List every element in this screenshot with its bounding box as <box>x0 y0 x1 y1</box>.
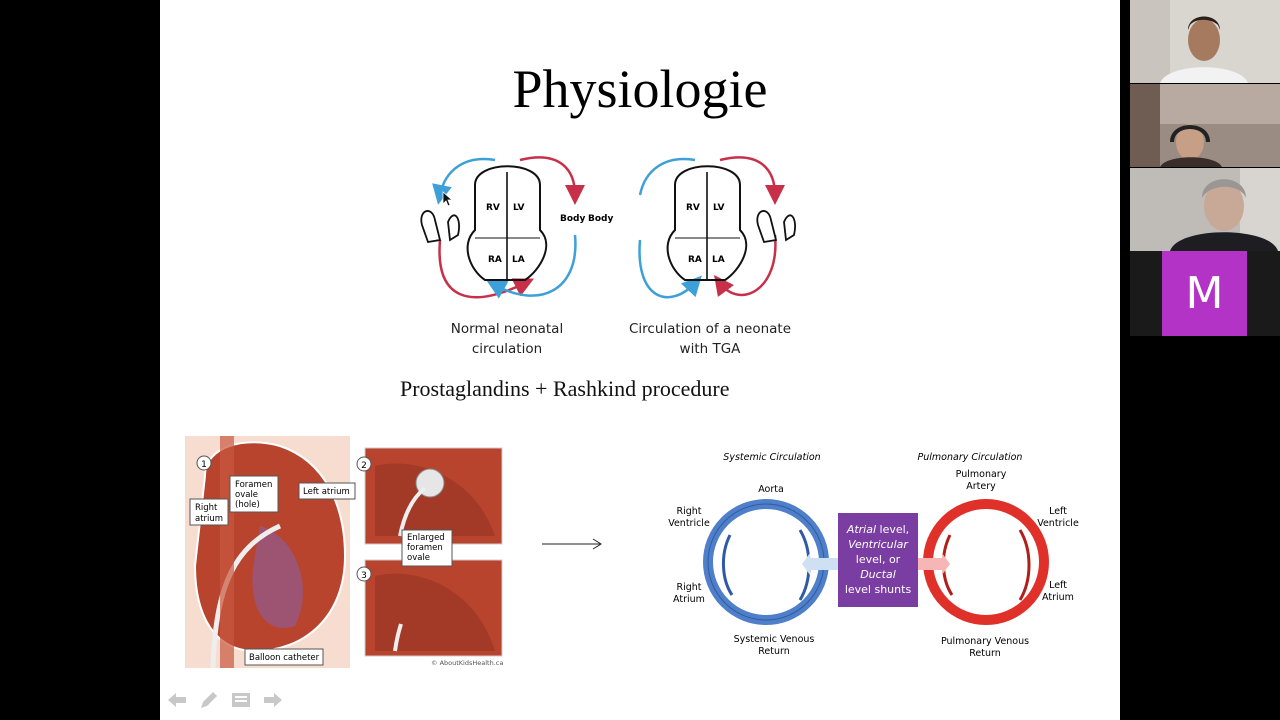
label-la-2: Atrium <box>1042 592 1074 603</box>
label-foramen-1: Foramen <box>235 480 272 490</box>
label-rv-tga: RV <box>686 203 700 213</box>
rashkind-illustration: 1 Right atrium Foramen ovale (hole) Left… <box>185 436 503 669</box>
label-right-atrium-2: atrium <box>195 514 223 524</box>
shunt-text-2: Ventricular <box>848 538 909 551</box>
normal-circulation: RV LV RA LA Body Normal neonatal circula… <box>420 156 585 357</box>
participant-video-3[interactable] <box>1130 168 1280 251</box>
slide-menu-button[interactable] <box>230 689 252 711</box>
label-sys-venous-2: Return <box>758 646 790 657</box>
label-pulm-artery-1: Pulmonary <box>956 469 1007 480</box>
label-rv: RV <box>486 203 500 213</box>
pulmonary-title: Pulmonary Circulation <box>918 452 1023 463</box>
systemic-title: Systemic Circulation <box>723 452 820 463</box>
slide-subtitle: Prostaglandins + Rashkind procedure <box>400 376 730 401</box>
caption-tga-line2: with TGA <box>680 341 742 357</box>
label-lv-1: Left <box>1049 506 1067 517</box>
shunt-text-4: Ductal <box>860 568 896 581</box>
participant-1-frame <box>1130 0 1280 83</box>
label-ra-2: Atrium <box>673 594 705 605</box>
label-body: Body <box>560 214 585 224</box>
label-ra: RA <box>488 255 502 265</box>
slideshow-controls <box>160 680 284 720</box>
participant-3-frame <box>1130 168 1280 251</box>
label-ra-1: Right <box>676 582 701 593</box>
participant-video-2[interactable] <box>1130 84 1280 167</box>
participant-avatar-tile[interactable]: M <box>1130 251 1280 336</box>
label-aorta: Aorta <box>758 484 784 495</box>
step-3: 3 <box>361 571 367 581</box>
participant-video-1[interactable] <box>1130 0 1280 83</box>
arrow-right <box>542 538 602 550</box>
step-2: 2 <box>361 461 367 471</box>
label-la-tga: LA <box>712 255 725 265</box>
label-right-atrium-1: Right <box>195 503 218 513</box>
shunt-text-3: level, or <box>856 553 901 566</box>
label-sys-venous-1: Systemic Venous <box>734 634 815 645</box>
presentation-slide: Physiologie RV LV RA LA Body Normal <box>160 0 1120 720</box>
avatar: M <box>1162 251 1247 336</box>
pencil-icon <box>201 692 217 708</box>
label-pulm-venous-1: Pulmonary Venous <box>941 636 1029 647</box>
arrow-left-icon <box>168 693 186 707</box>
caption-normal-line1: Normal neonatal <box>451 321 563 337</box>
label-ra-tga: RA <box>688 255 702 265</box>
copyright: © AboutKidsHealth.ca <box>431 659 503 667</box>
participant-2-frame <box>1130 84 1280 167</box>
mouse-cursor-icon <box>442 191 452 207</box>
arrow-right-icon <box>264 693 282 707</box>
label-enlarged-1: Enlarged <box>407 533 445 543</box>
systemic-pulmonary-diagram: Systemic Circulation Pulmonary Circulati… <box>668 452 1079 659</box>
neonatal-circulation-diagram: RV LV RA LA Body Normal neonatal circula… <box>420 156 796 357</box>
label-enlarged-2: foramen <box>407 543 443 553</box>
slide-title: Physiologie <box>512 59 768 119</box>
label-lv: LV <box>513 203 524 213</box>
label-foramen-2: ovale <box>235 490 258 500</box>
previous-slide-button[interactable] <box>166 689 188 711</box>
caption-normal-line2: circulation <box>472 341 542 357</box>
shunt-text-1: Atrial level, <box>846 523 909 536</box>
label-la-1: Left <box>1049 580 1067 591</box>
caption-tga-line1: Circulation of a neonate <box>629 321 791 337</box>
next-slide-button[interactable] <box>262 689 284 711</box>
label-lv-2: Ventricle <box>1037 518 1079 529</box>
shunt-text-5: level shunts <box>845 583 912 596</box>
participants-panel: M <box>1130 0 1280 720</box>
tga-circulation: Body RV LV RA LA Circulation of a neonat… <box>588 156 796 357</box>
label-rv-2: Ventricle <box>668 518 710 529</box>
label-la: LA <box>512 255 525 265</box>
label-rv-1: Right <box>676 506 701 517</box>
label-foramen-3: (hole) <box>235 500 260 510</box>
pen-tool-button[interactable] <box>198 689 220 711</box>
menu-icon <box>232 693 250 707</box>
label-balloon-catheter: Balloon catheter <box>249 653 320 663</box>
label-pulm-artery-2: Artery <box>966 481 996 492</box>
label-body-tga: Body <box>588 214 613 224</box>
label-left-atrium: Left atrium <box>303 487 350 497</box>
step-1: 1 <box>201 460 207 470</box>
label-lv-tga: LV <box>713 203 724 213</box>
label-pulm-venous-2: Return <box>969 648 1001 659</box>
label-enlarged-3: ovale <box>407 553 430 563</box>
